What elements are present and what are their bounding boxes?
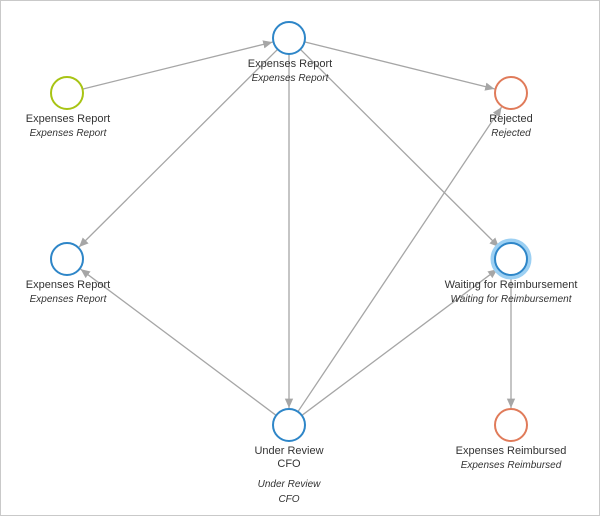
node-rejected[interactable] bbox=[494, 76, 528, 110]
node-reimbursed-subtitle: Expenses Reimbursed bbox=[460, 460, 562, 471]
node-label-review: Under Review CFO Under Review CFO bbox=[199, 445, 379, 507]
edge-top-to-left bbox=[78, 48, 279, 248]
node-waiting-title: Waiting for Reimbursement bbox=[444, 279, 578, 291]
edge-top-to-waiting bbox=[299, 48, 500, 248]
node-reimbursed[interactable] bbox=[494, 408, 528, 442]
selection-halo bbox=[490, 238, 532, 280]
edge-review-to-waiting bbox=[301, 268, 498, 416]
node-left-subtitle: Expenses Report bbox=[29, 294, 107, 305]
node-start-subtitle: Expenses Report bbox=[29, 128, 107, 139]
node-waiting-subtitle: Waiting for Reimbursement bbox=[450, 294, 572, 305]
node-label-start: Expenses Report Expenses Report bbox=[0, 113, 158, 140]
node-start-title: Expenses Report bbox=[25, 113, 111, 125]
edge-review-to-rejected bbox=[297, 106, 503, 413]
node-review-title: Under Review CFO bbox=[254, 445, 324, 470]
node-left[interactable] bbox=[50, 242, 84, 276]
node-review[interactable] bbox=[272, 408, 306, 442]
node-waiting[interactable] bbox=[494, 242, 528, 276]
node-reimbursed-title: Expenses Reimbursed bbox=[455, 445, 567, 457]
node-rejected-subtitle: Rejected bbox=[491, 128, 531, 139]
node-rejected-title: Rejected bbox=[489, 113, 533, 125]
node-review-subtitle: Under Review CFO bbox=[257, 479, 321, 505]
node-label-reimbursed: Expenses Reimbursed Expenses Reimbursed bbox=[421, 445, 600, 472]
edge-top-to-rejected bbox=[304, 41, 495, 91]
node-start[interactable] bbox=[50, 76, 84, 110]
node-top[interactable] bbox=[272, 21, 306, 55]
node-label-top: Expenses Report Expenses Report bbox=[200, 58, 380, 85]
edge-start-to-top bbox=[82, 40, 273, 90]
node-label-rejected: Rejected Rejected bbox=[421, 113, 600, 140]
node-label-waiting: Waiting for Reimbursement Waiting for Re… bbox=[421, 279, 600, 306]
edge-review-to-left bbox=[80, 268, 277, 416]
node-top-subtitle: Expenses Report bbox=[251, 73, 329, 84]
node-left-title: Expenses Report bbox=[25, 279, 111, 291]
node-top-title: Expenses Report bbox=[247, 58, 333, 70]
node-label-left: Expenses Report Expenses Report bbox=[0, 279, 158, 306]
